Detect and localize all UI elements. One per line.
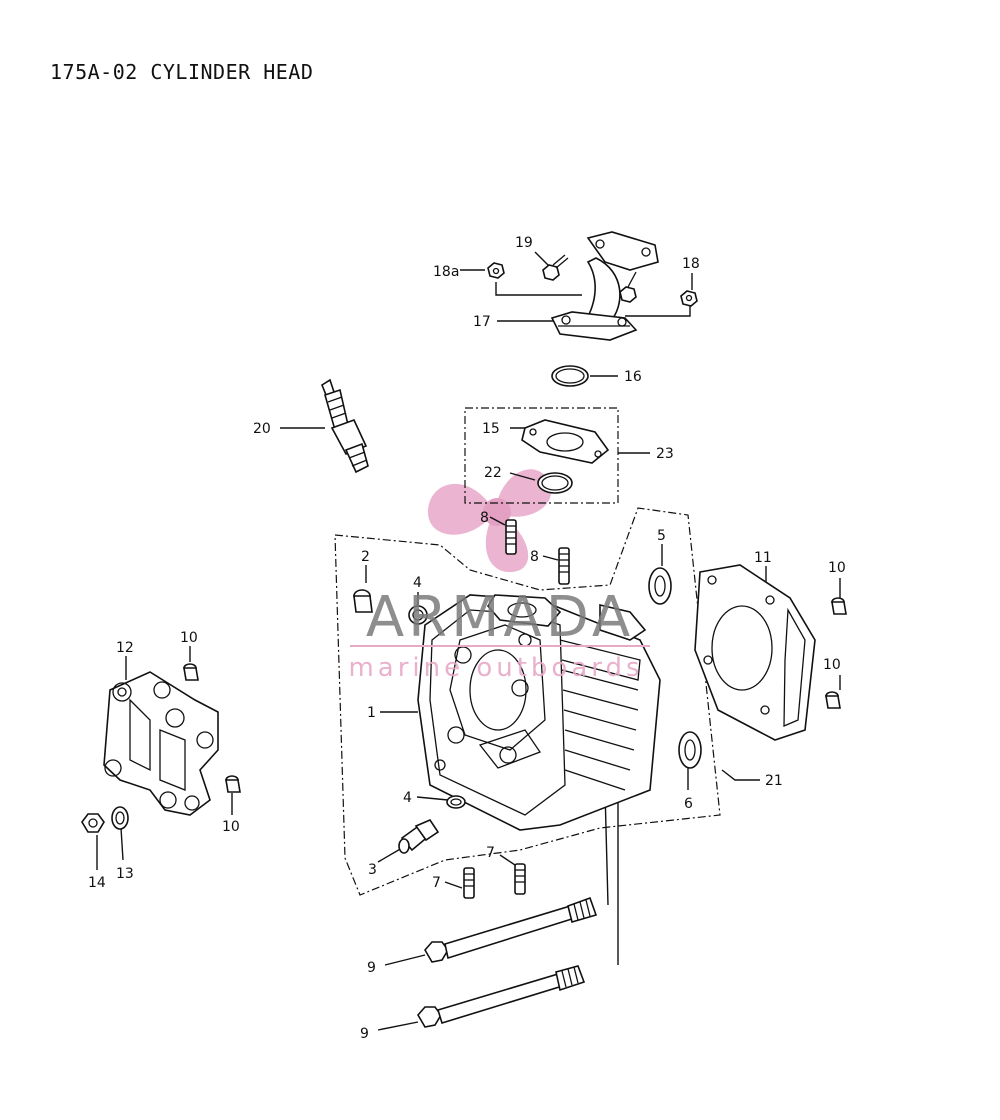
callout-4a: 4 (413, 575, 422, 591)
nut-18-left (487, 262, 505, 279)
callout-4b: 4 (403, 790, 412, 806)
plug-4-top (408, 605, 428, 625)
nut-14 (81, 813, 105, 833)
dowel-10-d (225, 775, 241, 793)
group-cylinder-head-boundary (334, 507, 721, 896)
callout-8a: 8 (480, 510, 489, 526)
callout-7b: 7 (432, 875, 441, 891)
callout-labels: 18a 19 18 17 16 20 15 23 22 8 8 5 11 10 … (88, 235, 846, 1042)
callout-1: 1 (367, 705, 376, 721)
stud-elbow (619, 271, 637, 303)
callout-19: 19 (515, 235, 533, 251)
callout-10a: 10 (828, 560, 846, 576)
leader-lines (96, 251, 841, 1031)
seal-5 (648, 567, 672, 605)
stud-7-a (463, 867, 475, 899)
callout-20: 20 (253, 421, 271, 437)
stud-19 (542, 254, 569, 281)
callout-9a: 9 (367, 960, 376, 976)
callout-10d: 10 (222, 819, 240, 835)
dowel-2 (353, 589, 373, 613)
callout-7a: 7 (486, 845, 495, 861)
seal-6 (678, 731, 702, 769)
group-23-boundary (464, 407, 619, 504)
gasket-15 (521, 419, 610, 464)
stud-8-b (558, 547, 570, 585)
watermark-tagline: marine outboards (348, 653, 643, 683)
cylinder-head (417, 594, 661, 831)
intake-elbow (550, 231, 659, 341)
callout-10b: 10 (823, 657, 841, 673)
callout-8b: 8 (530, 549, 539, 565)
callout-22: 22 (484, 465, 502, 481)
watermark-brand: ARMADA (366, 585, 634, 650)
callout-9b: 9 (360, 1026, 369, 1042)
callout-11: 11 (754, 550, 772, 566)
callout-2: 2 (361, 549, 370, 565)
dowel-10-a (831, 597, 847, 615)
plug-4-bottom (446, 795, 466, 809)
stud-7-b (514, 863, 526, 895)
nut-18-right (680, 290, 698, 307)
bolt-9-lower (417, 965, 586, 1028)
spark-plug (321, 378, 369, 474)
bolt-9-upper (424, 896, 598, 963)
callout-13: 13 (116, 866, 134, 882)
rocker-support-12 (103, 671, 219, 816)
callout-5: 5 (657, 528, 666, 544)
callout-12: 12 (116, 640, 134, 656)
callout-3: 3 (368, 862, 377, 878)
callout-23: 23 (656, 446, 674, 462)
callout-10c: 10 (180, 630, 198, 646)
callout-6: 6 (684, 796, 693, 812)
dowel-10-b (825, 691, 841, 709)
callout-18b: 18 (682, 256, 700, 272)
stud-8-a (505, 519, 517, 555)
dowel-10-c (183, 663, 199, 681)
callout-15: 15 (482, 421, 500, 437)
callout-17: 17 (473, 314, 491, 330)
callout-21: 21 (765, 773, 783, 789)
head-gasket-11 (694, 564, 816, 741)
callout-16: 16 (624, 369, 642, 385)
callout-18a: 18a (433, 264, 459, 280)
diagram-title: 175A-02 CYLINDER HEAD (50, 60, 314, 84)
fitting-3 (398, 819, 440, 854)
washer-13 (111, 806, 129, 830)
callout-14: 14 (88, 875, 106, 891)
watermark-text: ARMADA marine outboards (348, 585, 650, 683)
